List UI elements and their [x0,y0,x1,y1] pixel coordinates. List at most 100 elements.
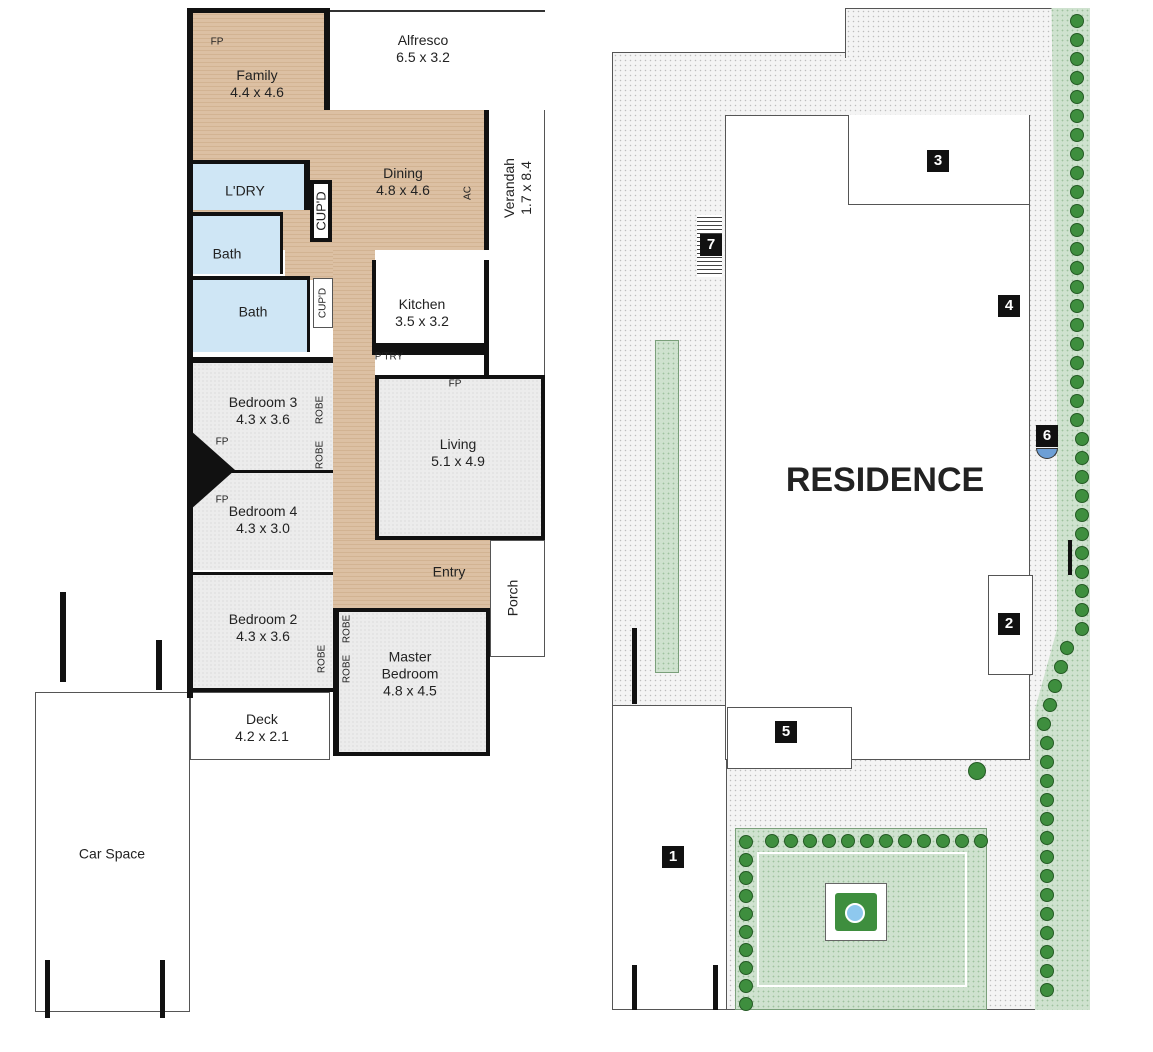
tree-icon [1075,489,1089,503]
bedroom-4-room [193,470,333,570]
tree-icon [1070,90,1084,104]
wall [187,8,193,698]
tree-icon [1075,546,1089,560]
tree-icon [803,834,817,848]
robe-label: ROBE [341,614,353,644]
wall [484,110,489,250]
garden-bed [655,340,679,673]
room-bath-2: Bath [238,303,268,320]
tree-icon [1070,337,1084,351]
tree-icon [1040,812,1054,826]
tree-icon [879,834,893,848]
bedroom-3-room [193,357,333,470]
tree-icon [1070,52,1084,66]
tree-icon [1070,242,1084,256]
tree-icon [1070,223,1084,237]
fireplace-label: FP [215,436,229,448]
tree-icon [1054,660,1068,674]
tree-icon [955,834,969,848]
fireplace-label: FP [448,378,462,390]
kitchen-room [372,260,487,355]
tree-icon [739,853,753,867]
pantry-label: P'TRY [374,351,404,363]
tree-icon [739,979,753,993]
room-car-space: Car Space [78,845,146,862]
room-porch: Porch [504,579,521,617]
porch-area [490,540,545,657]
tree-icon [1070,394,1084,408]
tree-icon [784,834,798,848]
tree-icon [1075,508,1089,522]
tree-icon [1070,318,1084,332]
fireplace-label: FP [210,36,224,48]
tree-icon [1070,14,1084,28]
tree-icon [1070,71,1084,85]
tree-icon [1070,128,1084,142]
tree-icon [739,889,753,903]
tree-icon [1040,850,1054,864]
wall [484,260,489,375]
tree-icon [968,762,986,780]
tree-icon [1040,831,1054,845]
marker-1: 1 [662,846,684,868]
tree-icon [898,834,912,848]
tree-icon [936,834,950,848]
laundry-room [193,160,310,210]
fountain-icon [845,903,865,923]
tree-icon [1040,964,1054,978]
site-ground-top [845,8,1090,58]
tree-icon [841,834,855,848]
tree-icon [1075,432,1089,446]
marker-3: 3 [927,150,949,172]
cupboard-label: CUP'D [313,191,329,231]
tree-icon [860,834,874,848]
alfresco-area [328,10,545,110]
living-room [375,375,545,540]
tree-icon [1070,280,1084,294]
tree-icon [1075,470,1089,484]
bath-room-1 [193,212,283,274]
gate [632,628,637,704]
entry-floor [333,540,490,608]
tree-icon [1048,679,1063,693]
tree-icon [1075,451,1089,465]
tree-icon [1070,299,1084,313]
tree-icon [1036,717,1051,731]
gate [45,960,50,1018]
front-garden [735,828,987,1010]
tree-icon [1040,945,1054,959]
tree-icon [1070,204,1084,218]
gate [713,965,718,1010]
tree-icon [1042,698,1057,712]
tree-icon [1070,109,1084,123]
tree-icon [739,925,753,939]
tree-icon [974,834,988,848]
tree-icon [739,907,753,921]
tree-icon [1040,983,1054,997]
tree-icon [1040,736,1054,750]
tree-icon [739,961,753,975]
tree-icon [765,834,779,848]
gate [156,640,162,690]
residence-title: RESIDENCE [785,461,985,499]
marker-6: 6 [1036,425,1058,447]
tree-icon [1070,33,1084,47]
ac-label: AC [462,186,474,200]
cupboard-2 [313,278,333,328]
tree-icon [1040,869,1054,883]
cupboard [310,180,332,242]
room-laundry: L'DRY [225,182,265,199]
room-entry: Entry [432,563,466,580]
bedroom-2-room [193,572,333,692]
tree-icon [1070,413,1084,427]
wall [187,8,330,13]
tree-icon [739,997,753,1011]
